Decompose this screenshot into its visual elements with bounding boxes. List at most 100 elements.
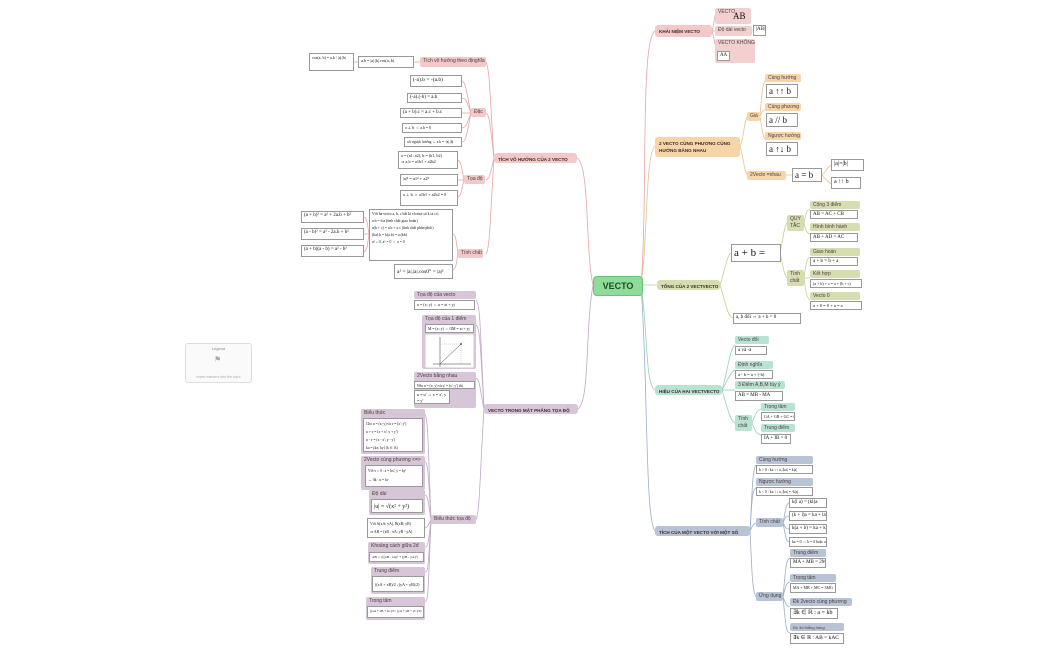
formula-dn-1: cos(a, b) = a.b / |a|.|b| [309,53,354,71]
label: VECTO KHÔNG [718,40,755,46]
formula-tinh-chat-block: Với ba vecto a, b, c bất kì và mọi số k … [369,209,453,261]
formula-cung-phuong: a // b [766,113,798,127]
formula-ba-diem-tuy-y: AB = MB - MA [735,391,783,401]
label: Tọa độ của 1 điểm [425,316,467,322]
label: Khoảng cách giữa 2đ [371,543,419,549]
formula-tc-2: (k + l)a = ka + la [789,511,827,521]
coordinate-plane-figure [425,334,474,368]
node-trung-diem-ts[interactable]: Trung điểm [790,549,826,557]
node-thang-hang[interactable]: Đk 3d thẳng hàng [790,623,844,631]
formula-toa-do-1: a = (a1, a2), b = (b1, b2)⇒ a.b = a1b1 +… [398,151,458,169]
node-tinh-chat-ts[interactable]: Tính chất [756,518,783,527]
root-topic[interactable]: VECTO [593,276,643,296]
line: Cho u = (x; y) và v = (x'; y') [366,422,407,426]
node-ung-dung[interactable]: Ứng dụng [756,592,783,601]
tc-line: a.b = b.a (tính chất giao hoán) [372,219,418,223]
formula-cung-phuong-ts: ∃k ∈ ℝ : a = kb [790,608,838,619]
node-tinh-chat-hieu[interactable]: Tính chất [735,415,752,431]
label: Độ dài [372,491,387,497]
node-bieu-thuc-toa-do[interactable]: Biểu thức tọa độ [431,515,476,524]
formula-tc-1: k(l a) = (kl)a [789,498,827,508]
formula-toa-do-diem: M = (x; y) ⇔ OM = xi + yj [425,324,474,333]
node-bang-nhau[interactable]: 2Vecto =nhau [747,171,786,180]
topic-mat-phang[interactable]: VECTO TRONG MẶT PHẲNG TỌA ĐỘ [484,404,578,414]
node-nguoc-huong[interactable]: Ngược hướng [765,132,801,140]
label: Trọng tâm [369,598,392,604]
node-tinh-chat-tong[interactable]: Tính chất [787,270,804,286]
node-do-dai[interactable]: Độ dài vecto [715,26,752,36]
node-trung-diem-hieu[interactable]: Trung điểm [761,424,795,432]
formula-ba-diem: AB = AC + CB [810,210,858,219]
formula-tc-3: k(a + b) = ka + kb [789,524,827,534]
node-tinh-chat-tvh[interactable]: Tính chất [458,249,483,258]
formula-dn-2: a.b = |a|.|b|.cos(a, b) [358,56,414,68]
node-trong-tam-hieu[interactable]: Trọng tâm [761,403,795,411]
topic-tich-vo-huong[interactable]: TÍCH VÔ HƯỚNG CỦA 2 VECTO [494,153,577,163]
formula-vecto-0: a + 0 = 0 + a = a [810,301,862,310]
topic-hieu[interactable]: HIỆU CỦA HAI VECTVECTO [655,385,722,395]
label: 2Vecto cùng phương <=> [364,457,421,463]
formula-giao-hoan: a + b = b + a [810,257,858,266]
formula-cond-1: |a|=|b| [831,159,864,171]
node-cung-huong[interactable]: Cùng hướng [765,74,801,82]
line: ⇔ ∃k : u = kv [368,478,389,482]
node-toa-do[interactable]: Tọa độ [464,175,485,184]
node-dinh-nghia[interactable]: Định nghĩa [735,361,773,369]
flag-icon: ⚑ [214,355,222,364]
node-ba-diem-tuy-y[interactable]: 3 Điểm A,B,M tùy ý [735,381,785,389]
node-toa-do-vecto[interactable]: Tọa độ của vecto [414,291,476,299]
line: a = (a1, a2), b = (b1, b2) [401,153,443,158]
formula-ket-hop: (a + b) + c = a + (b + c) [810,279,862,288]
formula-cung-huong-ts: k > 0 : ka ↑↑ a, |ka| = k|a| [756,465,813,474]
formula-tong-bottom: a, b đối ⇔ a + b = 0 [733,313,801,324]
node-quy-tac[interactable]: QUY TẮC [787,215,804,231]
node-dac[interactable]: Đặc [471,108,486,117]
node-hinh-binh-hanh[interactable]: Hình bình hành [810,223,860,231]
topic-tong[interactable]: TỔNG CỦA 2 VECTVECTO [657,280,720,290]
formula-cond-2: a ↑↑ b [831,177,861,189]
formula-dac-4: a ⊥ b ⇔ a.b = 0 [402,123,462,133]
node-cung-phuong[interactable]: Cùng phương [765,103,801,111]
line: ⇒ a.b = a1b1 + a2b2 [401,159,436,164]
formula-vecto-khong: AA [717,51,730,61]
formula-toa-do-vecto: u = (x; y) ⇔ u = xi + yj [414,300,475,310]
topic-khai-niem[interactable]: KHÁI NIỆM VECTO [655,25,712,37]
legend-title: Legend [211,346,226,351]
node-ba-diem[interactable]: Cộng 3 điểm [810,201,860,209]
formula-trong-tam-mp: ((xA + xB + xC)/3 ; (yA + yB + yC)/3) [367,606,424,618]
line: ku = (kx; ky) (k ∈ ℝ) [366,446,398,450]
formula-hd-1: (a + b)² = a² + 2a.b + b² [301,211,364,223]
node-vecto-0[interactable]: Vecto 0 [810,292,860,300]
node-vecto[interactable]: VECTO [715,8,751,24]
node-vecto-doi[interactable]: Vecto đối [735,336,769,344]
line: u + v = (x + x'; y + y') [366,430,398,434]
formula-tvh-bottom: a² = |a|.|a|.cos0° = |a|² [394,264,453,279]
node-ket-hop[interactable]: Kết hợp [810,270,860,278]
topic-tich-so[interactable]: TÍCH CỦA MỘT VECTO VỚI MỘT SỐ [655,526,750,536]
formula-nguoc-huong-ts: k < 0 : ka ↑↓ a, |ka| = -k|a| [756,487,813,496]
node-cung-huong-ts[interactable]: Cùng hướng [756,456,813,464]
formula-bang-nhau-mp-2: u = u' ⇔ x = x', y = y' [414,390,450,404]
node-cung-phuong-ts[interactable]: Đk 2vecto cùng phương [790,598,852,606]
intro: Với ba vecto a, b, c bất kì và mọi số k … [372,212,439,216]
line: ⇒ AB = (xB - xA; yB - yA) [370,530,413,534]
tc-line: a² ≥ 0, a² = 0 ⇔ a = 0 [372,240,405,244]
node-giao-hoan[interactable]: Giao hoán [810,248,860,256]
legend-panel[interactable]: Legend ⚑ Insert markers into the topic [185,343,252,383]
formula-vecto: AB [733,11,746,21]
formula-ab-vecto: Với A(xA; yA), B(xB; yB) ⇒ AB = (xB - xA… [367,518,425,538]
node-gia[interactable]: Giá [747,112,760,121]
topic-cung-phuong[interactable]: 2 VECTO CÙNG PHƯƠNG CÙNG HƯỚNG BẰNG NHAU [655,137,740,157]
legend-subtitle: Insert markers into the topic [196,375,241,379]
node-theo-dinh-nghia[interactable]: Tích vô hướng theo địnghĩa [420,57,486,67]
formula-toa-do-2: |a|² = a1² + a2² [400,174,458,186]
label: 2Vecto bằng nhau [417,373,458,379]
node-nguoc-huong-ts[interactable]: Ngược hướng [756,478,813,486]
formula-khoang-cach: AB = √((xB - xA)² + (yB - yA)²) [369,552,424,562]
formula-trung-diem-mp: ((xA + xB)/2 ; (yA + yB)/2) [372,576,424,592]
label: VECTO [718,9,736,15]
formula-nguoc-huong: a ↑↓ b [766,142,798,156]
node-trong-tam-ts[interactable]: Trọng tâm [790,574,836,582]
formula-tong-main: a + b = [731,244,781,262]
formula-trung-diem-hieu: IA + IB = 0 [761,434,791,444]
